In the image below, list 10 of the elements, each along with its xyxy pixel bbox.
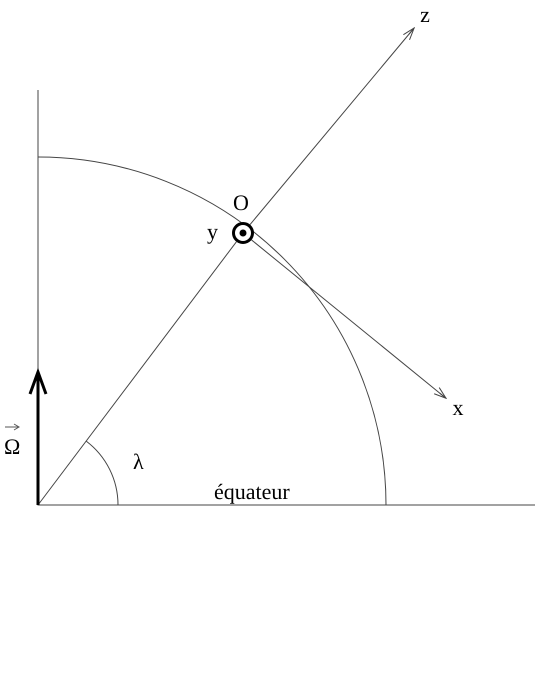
axis-label: x [446, 395, 470, 421]
point-label: O [233, 192, 249, 214]
point-symbol [232, 222, 254, 244]
angle-label: λ [133, 451, 144, 473]
axis-label: équateur [214, 481, 290, 503]
vector-label: Ω [4, 436, 20, 458]
axis-arrow [250, 28, 415, 226]
axis-arrow [251, 239, 446, 399]
axis-label: y [207, 221, 218, 243]
axis-label: z [412, 2, 438, 28]
